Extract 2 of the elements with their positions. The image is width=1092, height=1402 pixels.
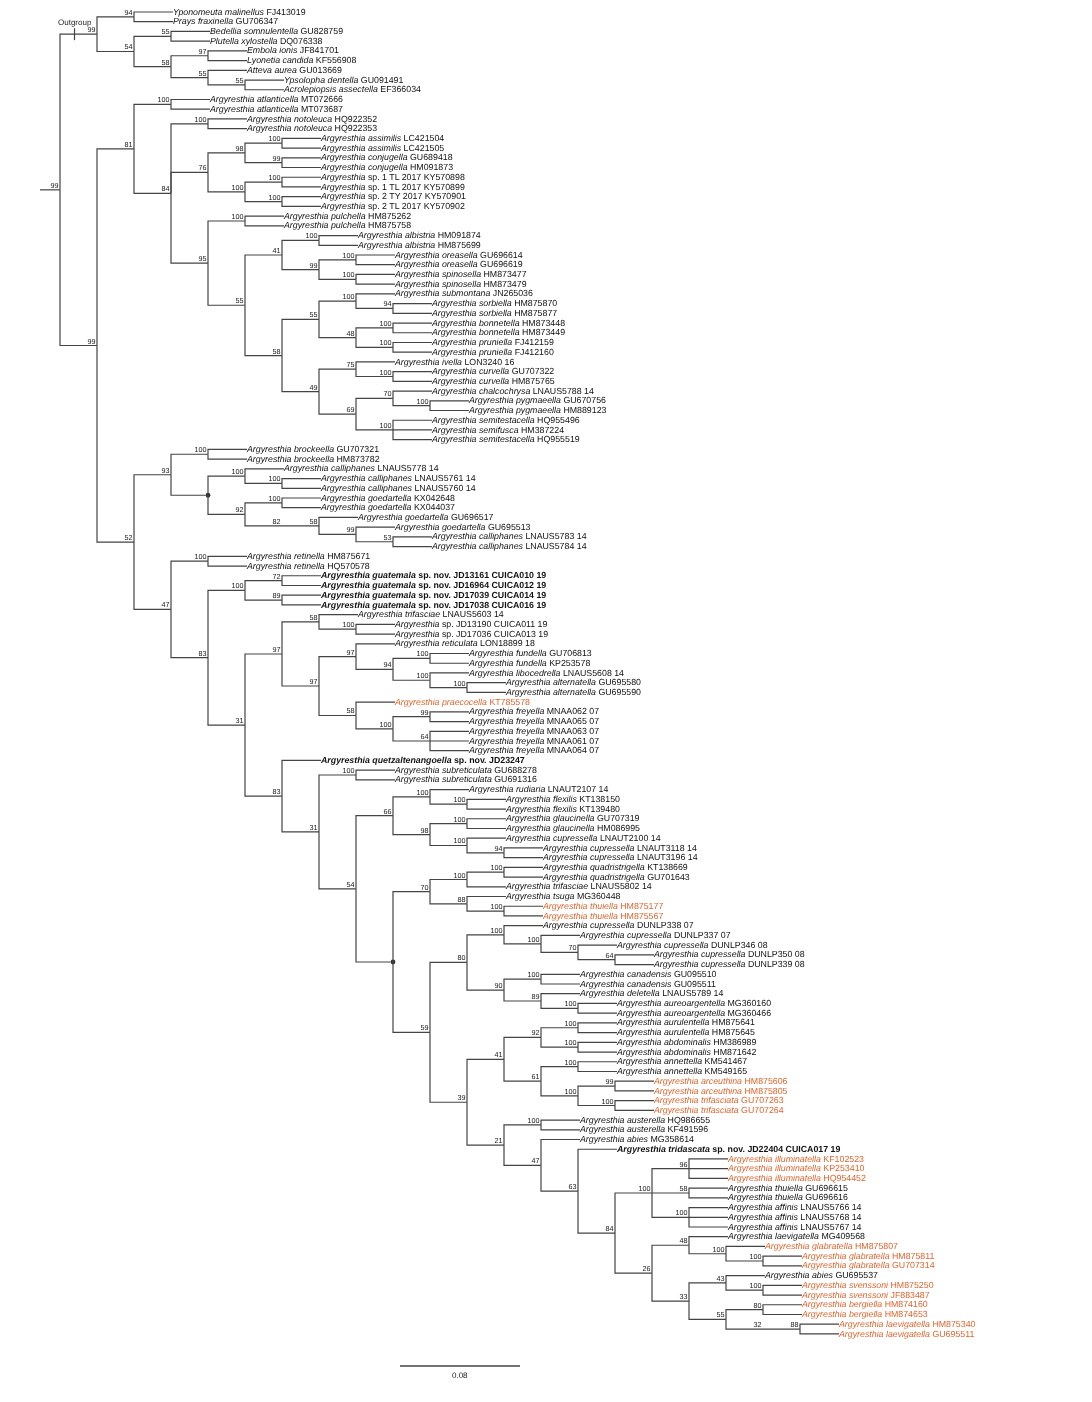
- branch-point: [390, 959, 396, 965]
- branch-point: [205, 492, 211, 498]
